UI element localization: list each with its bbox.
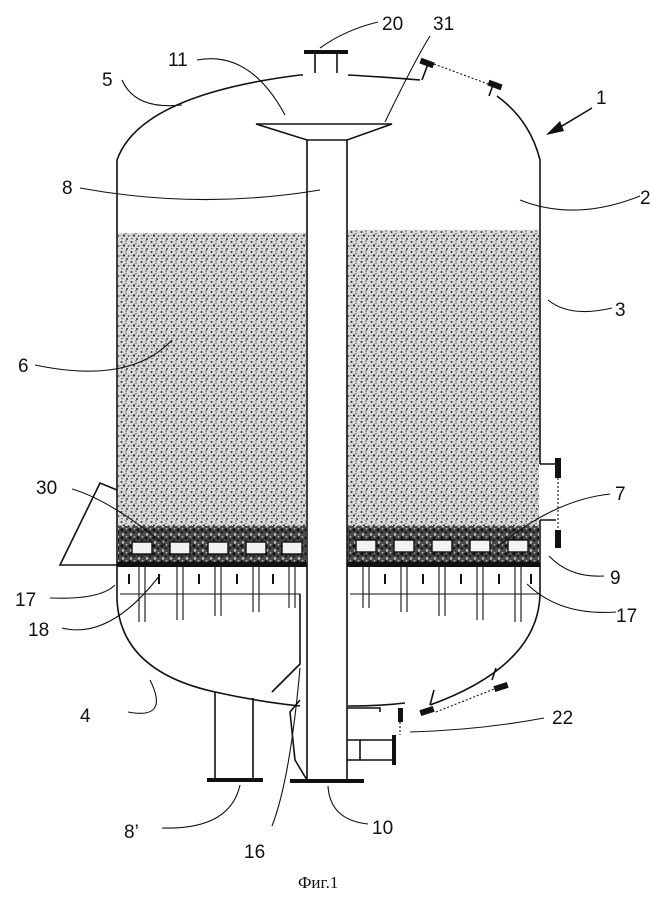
vessel <box>116 74 541 707</box>
nozzle-caps <box>131 539 529 555</box>
label-30: 30 <box>36 478 57 499</box>
label-10: 10 <box>372 818 393 839</box>
side-manhole <box>540 458 561 548</box>
bottom-manhole <box>419 667 509 717</box>
label-16: 16 <box>244 842 265 863</box>
label-7: 7 <box>615 484 626 505</box>
support-plate <box>117 562 540 567</box>
labels: 20 31 11 5 1 8 2 3 6 30 7 9 17 17 18 4 2… <box>15 14 651 892</box>
label-2: 2 <box>640 188 651 209</box>
label-31: 31 <box>433 14 454 35</box>
collector-slots <box>128 574 532 584</box>
label-5: 5 <box>102 70 113 91</box>
top-nozzle <box>304 50 348 73</box>
left-outlet <box>58 481 118 566</box>
side-nozzle <box>347 707 403 765</box>
label-3: 3 <box>615 300 626 321</box>
figure-caption: Фиг.1 <box>298 873 338 892</box>
collector-pipes <box>120 567 538 622</box>
label-17-right: 17 <box>616 606 637 627</box>
catalyst-bed <box>118 230 539 566</box>
label-22: 22 <box>552 708 573 729</box>
label-17-left: 17 <box>15 590 36 611</box>
label-6: 6 <box>18 356 29 377</box>
label-1: 1 <box>596 88 607 109</box>
label-18: 18 <box>28 620 49 641</box>
label-8: 8 <box>62 178 73 199</box>
label-11: 11 <box>168 50 188 71</box>
bottom-nozzle <box>207 692 263 782</box>
central-pipe <box>255 123 393 783</box>
label-20: 20 <box>382 14 403 35</box>
label-9: 9 <box>610 568 621 589</box>
top-manhole <box>419 57 503 97</box>
leader-lines <box>34 21 641 829</box>
arrow-1 <box>546 107 593 135</box>
label-4: 4 <box>80 706 91 727</box>
label-8-prime: 8’ <box>124 822 139 843</box>
